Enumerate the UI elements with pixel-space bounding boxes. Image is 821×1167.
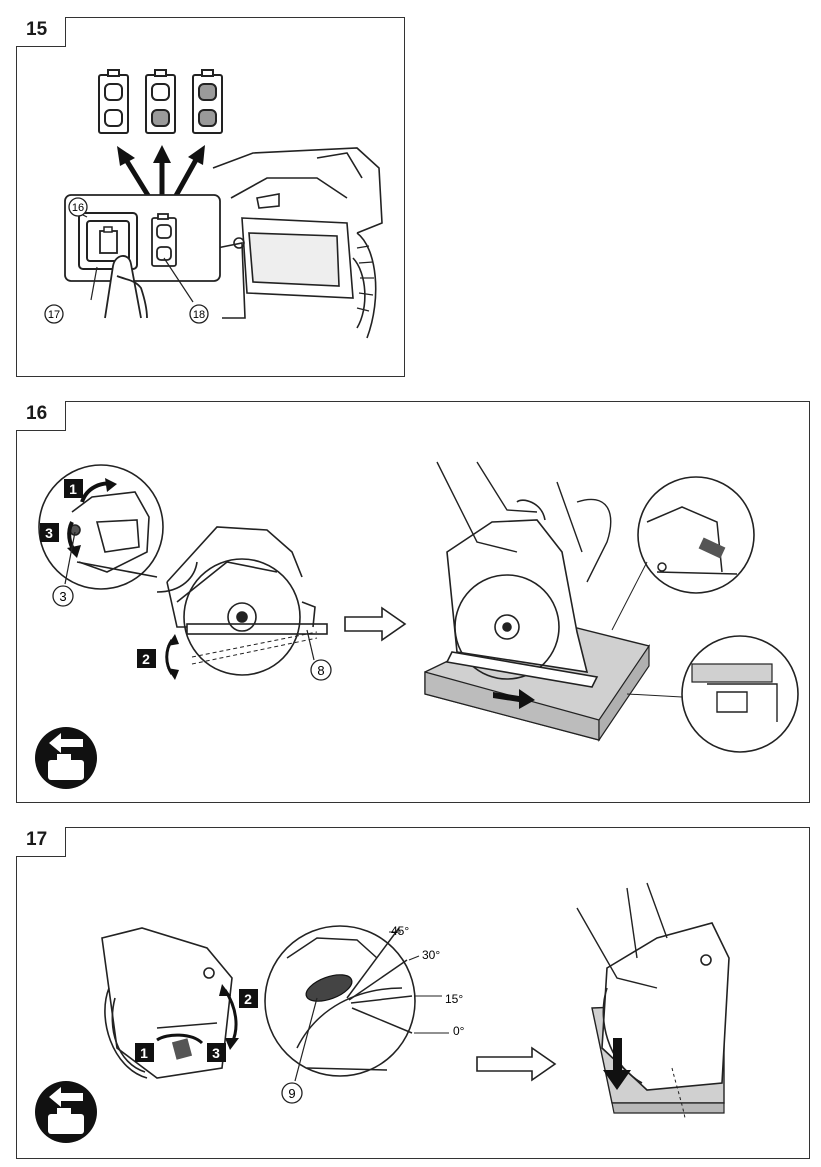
battery-level-full	[192, 69, 223, 134]
angle-30-label: 30°	[422, 948, 440, 962]
callout-8: 8	[317, 663, 324, 678]
depth-adjustment-illustration: 1 3 2 3 8	[35, 461, 799, 789]
cut-direction-arrow	[493, 689, 535, 709]
callout-9: 9	[288, 1086, 295, 1101]
guard-detail-inset	[637, 476, 755, 594]
callout-16: 16	[72, 202, 84, 214]
angle-45-label: 45°	[391, 924, 409, 938]
next-step-arrow	[476, 1046, 557, 1082]
tool-body-sketch	[212, 147, 383, 339]
angle-15-label: 15°	[445, 992, 463, 1006]
saw-blade-teeth-sketch	[356, 245, 374, 312]
battery-indicator-illustration: 16 17 18	[44, 69, 383, 339]
figure-number-16: 16	[16, 401, 66, 431]
callout-18: 18	[193, 309, 205, 321]
figure-number-17: 17	[16, 827, 66, 857]
saw-on-workpiece-sketch	[445, 499, 599, 688]
next-step-arrow	[344, 606, 407, 642]
step-1-badge: 1	[140, 1045, 148, 1061]
step-2-badge: 2	[142, 651, 150, 667]
check-button	[86, 220, 130, 262]
figure-number-15: 15	[16, 17, 66, 47]
figure-16-panel: 16 1 3 2	[16, 401, 810, 803]
figure-17-panel: 17 1 3 2	[16, 827, 810, 1159]
circular-saw-sketch	[156, 526, 328, 676]
bevel-adjustment-illustration: 1 3 2 45° 30° 15° 0°	[35, 882, 730, 1143]
step-3-badge: 3	[212, 1045, 220, 1061]
angle-0-label: 0°	[453, 1024, 465, 1038]
remove-battery-icon	[35, 1081, 97, 1143]
indicator-inset-frame	[64, 194, 221, 282]
indicator-lamps-inset	[151, 213, 177, 267]
hands-sketch	[436, 461, 612, 583]
plunge-direction-arrow	[603, 1038, 631, 1090]
finger-sketch	[104, 255, 148, 319]
callout-3: 3	[59, 589, 66, 604]
step-3-badge: 3	[45, 525, 53, 541]
bevel-scale-inset	[264, 925, 416, 1077]
base-detail-inset	[681, 635, 799, 753]
remove-battery-icon	[35, 727, 97, 789]
step-2-badge: 2	[244, 991, 252, 1007]
figure-15-panel: 15	[16, 17, 405, 377]
step-1-badge: 1	[69, 481, 77, 497]
callout-17: 17	[48, 309, 60, 321]
battery-level-low	[98, 69, 129, 134]
hands-sketch	[576, 882, 668, 989]
battery-level-medium	[145, 69, 176, 134]
check-button-frame	[78, 212, 138, 270]
